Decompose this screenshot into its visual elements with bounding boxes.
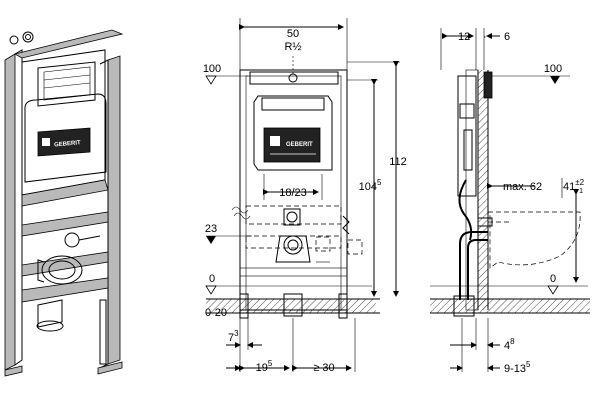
side-range-label: 9-135 (504, 360, 531, 375)
total-height-label: 112 (389, 156, 407, 168)
depth-top-label: 12 (458, 31, 470, 43)
foot-offset-label: 73 (228, 329, 239, 344)
floor-range-label: 0-20 (205, 307, 227, 319)
svg-text:·: · (483, 31, 487, 43)
foot-distance-label: 195 (256, 359, 273, 374)
front-view: 50 R½ GEBERIT 18/23 (203, 18, 407, 374)
depth-right-label: 6 (504, 31, 510, 43)
width-dimension-label: 50 (287, 28, 299, 40)
thread-label: R½ (284, 41, 301, 53)
max-projection-label: max. 62 (503, 181, 542, 193)
min-distance-label: ≥ 30 (313, 362, 334, 374)
floor-level-side-label: 0 (550, 273, 556, 285)
side-offset-label: 48 (504, 337, 515, 352)
flush-span-label: 18/23 (279, 187, 307, 199)
level-100-side-label: 100 (544, 63, 562, 75)
perspective-view: GEBERIT (4, 29, 124, 377)
brand-logo-front: GEBERIT (286, 142, 313, 148)
level-100-front-label: 100 (203, 63, 221, 75)
brand-logo-left: GEBERIT (54, 140, 81, 148)
supply-height-label: 23 (205, 223, 217, 235)
floor-level-front-label: 0 (209, 273, 215, 285)
inner-height-label: 1045 (359, 178, 382, 193)
